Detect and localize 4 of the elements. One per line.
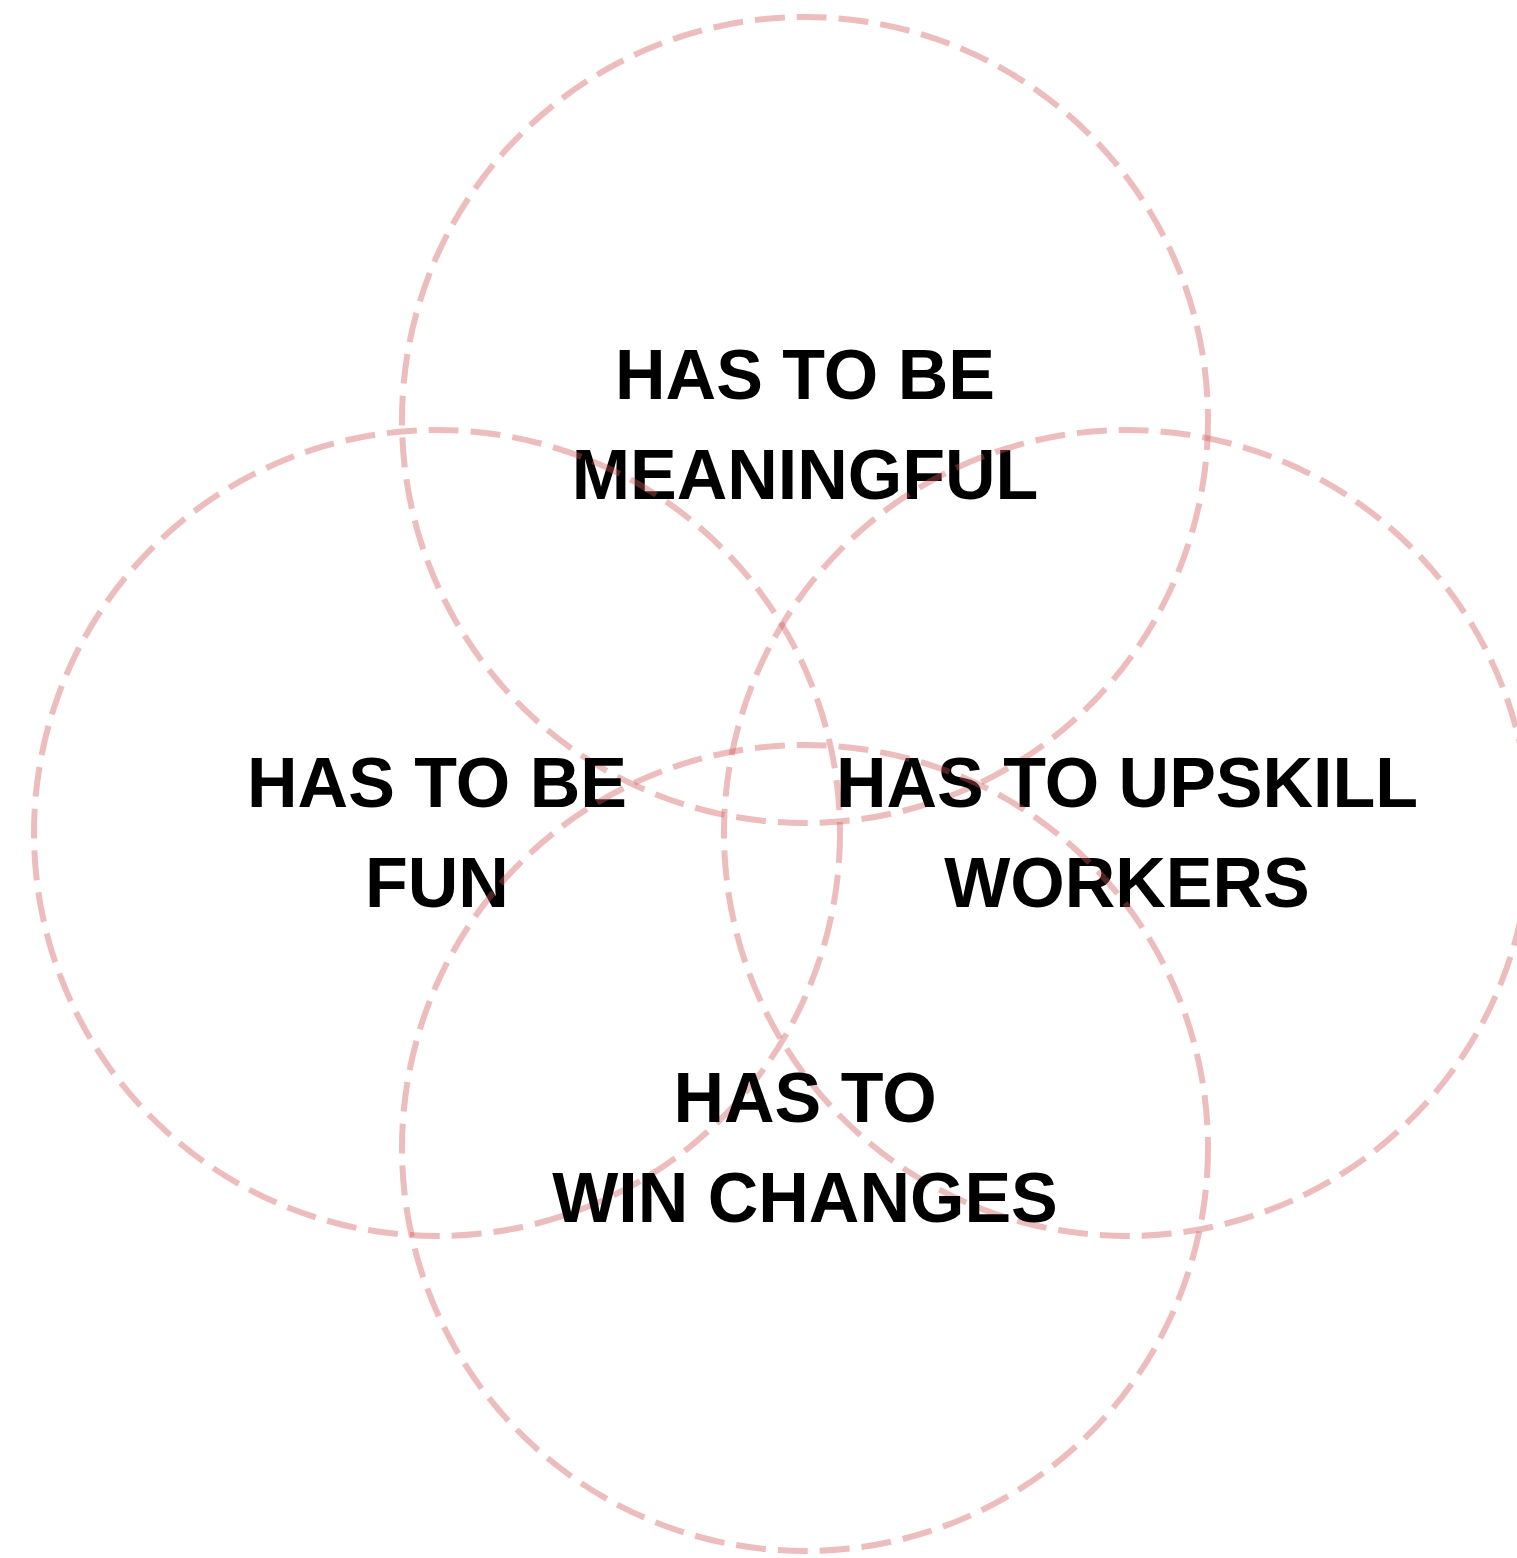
circle-label: HAS TO WIN CHANGES [552,1058,1058,1239]
circle-label: HAS TO BE MEANINGFUL [571,335,1039,516]
circle-label: HAS TO BE FUN [247,743,627,924]
circle-label: HAS TO UPSKILL WORKERS [835,743,1419,924]
